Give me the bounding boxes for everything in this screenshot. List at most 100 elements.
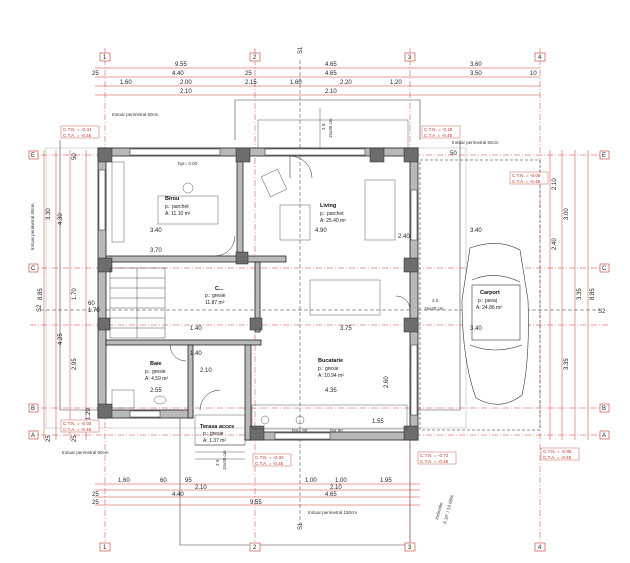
ct-r-cta: C.T.A. = -0.45 (512, 179, 541, 184)
dim-right-885: 8.85 (590, 288, 596, 300)
furniture (111, 161, 408, 430)
wall-stair-south (105, 339, 262, 346)
living-sofa (364, 179, 396, 241)
dim-in-255: 2.55 (150, 388, 162, 394)
dim-top-25b: 25 (245, 71, 252, 77)
dim-top-160b: 1.60 (290, 80, 302, 86)
dim-right-210: 2.10 (552, 178, 558, 190)
room-casa-floor: p.: gresie (205, 293, 226, 299)
ct-b2-ctn: C.T.N. = -0.72 (420, 453, 449, 458)
room-casa-name: C... (215, 286, 224, 292)
room-casa-area: 11.87 m² (205, 300, 225, 306)
room-birou: Birou p.: parchet A: 11.10 m² (165, 196, 191, 217)
axis-markers-bottom: 1 2 3 4 (99, 542, 546, 552)
wall-baie-east (187, 344, 194, 419)
dim-bot-95: 95 (185, 478, 192, 484)
room-baie-name: Baie (150, 361, 162, 367)
stair-notes: 3 tr. 15x30 cm 3 tr. 15x30 cm 3 tr. 15x3… (178, 118, 444, 470)
dim-right-335b: 3.35 (577, 288, 583, 300)
axis-A-left: A (31, 433, 35, 439)
room-carport-area: A: 24.86 m² (476, 305, 502, 311)
dim-in-50: 50 (450, 151, 457, 157)
dimension-text-top: 9.55 4.65 3.60 25 4.40 25 4.65 3.50 10 1… (92, 62, 537, 95)
dim-in-435: 4.35 (325, 388, 337, 394)
ct-b1-cta: C.T.A. = -0.45 (255, 461, 284, 466)
dim-in-170: 1.70 (88, 308, 100, 314)
axis-D-left: E (31, 153, 35, 159)
room-birou-area: A: 11.10 m² (165, 211, 191, 217)
dim-bot-465: 4.65 (325, 492, 337, 498)
section-marks: S1 S1 S2 S2 (37, 46, 606, 530)
wall-birou-living (236, 155, 244, 257)
dim-in-490: 4.90 (315, 228, 327, 234)
axis-C-right: C (602, 266, 607, 272)
inclinatie-value: 6.10° / 10.68% (442, 494, 454, 524)
axis-markers-right: E C B A (599, 150, 610, 440)
axis-A-right: A (602, 433, 606, 439)
room-baie-area: A: 4.59 m² (145, 376, 168, 382)
living-armchair (260, 168, 288, 198)
room-baie-floor: p.: gresie (145, 369, 166, 375)
dimension-lines-left (43, 150, 87, 440)
dim-top-10: 10 (530, 71, 537, 77)
axis-D-right: E (602, 153, 606, 159)
dim-in-60: 60 (88, 301, 95, 307)
ct-br-ctn: C.T.N. = -0.95 (543, 449, 572, 454)
trotuar-top: trotuar perimetral 60cm (112, 112, 159, 117)
dim-left-170: 1.70 (72, 288, 78, 300)
baie-tub (111, 389, 135, 409)
dimension-lines-bottom (95, 483, 420, 506)
dim-top-215: 2.15 (245, 80, 257, 86)
dim-top-350: 3.50 (470, 71, 482, 77)
dim-bot-440: 4.40 (172, 492, 184, 498)
living-coffee-table (279, 204, 311, 241)
axis-4-bottom: 4 (538, 545, 542, 551)
room-terasa-floor: p.: gresie (203, 431, 224, 437)
dim-left-120: 1.20 (86, 408, 92, 420)
room-bucatarie-floor: p.: gresie (318, 366, 339, 372)
axis-B-left: B (31, 406, 35, 412)
room-terasa-name: Terasa acces (200, 424, 234, 430)
dim-top-210b: 2.10 (325, 89, 337, 95)
room-terasa-area: A: 1.37 m² (203, 438, 226, 444)
ct-r-ctn: C.T.N. = -0.06 (512, 173, 541, 178)
trotuar-left: trotuar perimetral 60cm (30, 203, 35, 250)
axis-1-top: 1 (103, 55, 107, 61)
axis-2-bottom: 2 (253, 545, 257, 551)
room-bucatarie-name: Bucatarie (318, 358, 343, 364)
dim-in-140b: 1.40 (190, 351, 202, 357)
dim-top-465: 4.65 (325, 62, 337, 68)
wall-stair-east (254, 261, 261, 333)
dim-bot-210b: 2.10 (330, 485, 342, 491)
dim-top-160: 1.60 (120, 80, 132, 86)
axis-3-bottom: 3 (408, 545, 412, 551)
dim-in-155: 1.55 (372, 419, 384, 425)
axis-4-top: 4 (538, 55, 542, 61)
dim-top-25a: 25 (92, 71, 99, 77)
dim-right-335: 3.35 (564, 358, 570, 370)
dim-in-140a: 1.40 (190, 326, 202, 332)
room-living-area: A: 25.40 m² (320, 218, 346, 224)
dining-table (309, 279, 381, 316)
dim-bot-100b: 1.00 (335, 478, 347, 484)
room-living: Living p.: parchet A: 25.40 m² (320, 203, 346, 224)
dimension-text-bottom: 1.60 60 95 1.00 1.00 1.95 2.10 2.10 4.40… (92, 478, 392, 506)
doors (169, 155, 411, 411)
room-carport-floor: p.: pavaj (478, 298, 497, 304)
wall-terasa-east (244, 344, 252, 441)
dim-left-430: 4.30 (58, 213, 64, 225)
interior-dimensions: 3.70 4.90 3.40 3.40 2.40 1.40 1.40 3.75 … (88, 151, 482, 425)
ct-tr-cta: C.T.A. = -0.45 (424, 133, 453, 138)
carport-car (461, 243, 529, 405)
dim-top-220: 2.20 (340, 80, 352, 86)
trotuar-top-right: trotuar perimetral 60cm (452, 140, 499, 145)
room-living-floor: p.: parchet (320, 211, 344, 217)
dim-in-370: 3.70 (150, 248, 162, 254)
dim-in-340a: 3.40 (470, 228, 482, 234)
slope-note: Inclinatie 6.10° / 10.68% (434, 494, 454, 524)
dimension-lines-top (95, 67, 540, 96)
birou-chair (182, 182, 194, 194)
room-terasa: Terasa acces p.: gresie A: 1.37 m² (200, 424, 234, 444)
dim-in-340b: 3.40 (470, 326, 482, 332)
